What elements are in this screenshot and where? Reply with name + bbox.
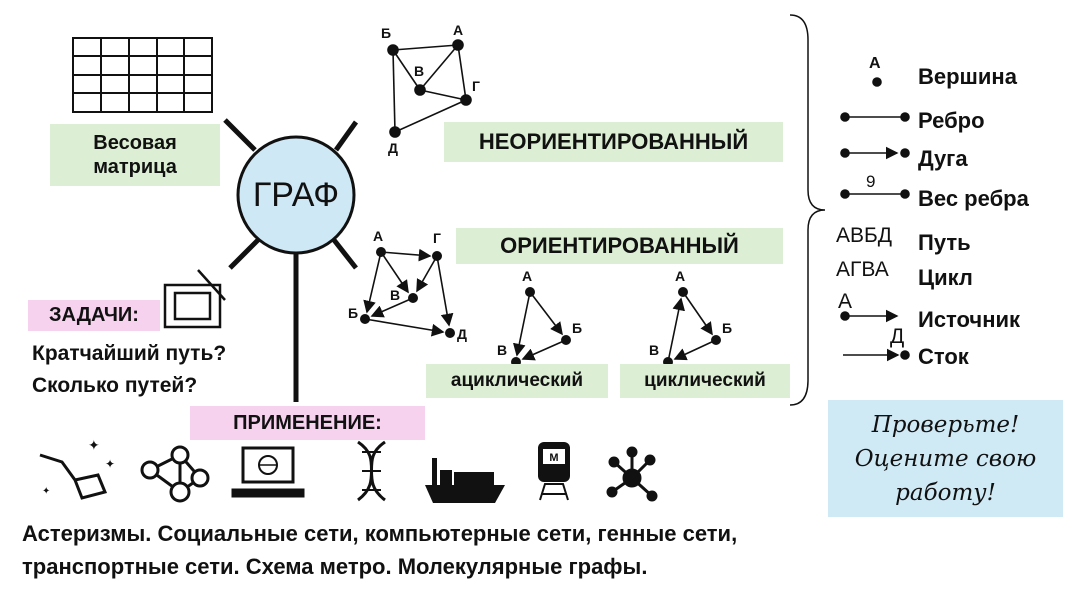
legend-edge: Ребро (918, 108, 985, 133)
metro-train-icon: М (538, 442, 570, 501)
vertex-label: Г (472, 78, 480, 94)
directed-graph (360, 247, 455, 338)
vertex-label: А (675, 268, 686, 284)
laptop-globe-icon (231, 446, 305, 498)
acyclic-graph (511, 287, 571, 367)
dna-icon (357, 440, 386, 502)
svg-text:✦: ✦ (105, 457, 115, 471)
legend-cycle: Цикл (918, 265, 973, 290)
vertex-label: Г (433, 230, 441, 246)
legend-sink: Сток (918, 344, 969, 369)
vertex-label: В (390, 287, 401, 303)
vertex-label: Б (348, 305, 359, 321)
legend-weight-value: 9 (866, 172, 876, 191)
acyclic-label: ациклический (426, 364, 608, 398)
constellation-icon: ✦ ✦ ✦ (39, 437, 115, 500)
svg-text:✦: ✦ (42, 486, 50, 497)
svg-text:✦: ✦ (88, 437, 100, 453)
legend-path-example: АВБД (836, 224, 893, 247)
cyclic-graph (663, 287, 721, 367)
vertex-label: А (453, 22, 464, 38)
undirected-graph (387, 39, 472, 138)
vertex-label: В (649, 342, 660, 358)
legend-source: Источник (918, 307, 1021, 332)
cyclic-label: циклический (620, 364, 790, 398)
legend-vertex: Вершина (918, 64, 1017, 89)
applications-text-line: транспортные сети. Схема метро. Молекуля… (22, 554, 648, 579)
vertex-label: Д (388, 140, 398, 156)
check-line: работу! (895, 479, 996, 506)
legend-vertex-symbol: А (869, 55, 881, 72)
legend-sink-symbol: Д (890, 325, 905, 348)
vertex-label: А (373, 228, 384, 244)
vertex-label: Д (457, 326, 467, 342)
vertex-label: Б (572, 320, 583, 336)
directed-label: ОРИЕНТИРОВАННЫЙ (456, 228, 783, 264)
tasks-title: ЗАДАЧИ: (28, 300, 160, 331)
graph-center-label: ГРАФ (252, 175, 340, 214)
brace (789, 14, 826, 406)
check-box: Проверьте! Оцените свою работу! (828, 400, 1063, 517)
graph-center-circle (236, 135, 356, 255)
social-network-icon (140, 445, 210, 503)
application-title: ПРИМЕНЕНИЕ: (190, 406, 425, 440)
task-item: Сколько путей? (32, 374, 198, 397)
cargo-ship-icon (425, 458, 505, 503)
vertex-label: В (414, 63, 425, 79)
legend-arc: Дуга (918, 146, 968, 171)
molecule-icon (606, 446, 658, 502)
spokes (223, 118, 359, 402)
vertex-label: В (497, 342, 508, 358)
applications-text-line: Астеризмы. Социальные сети, компьютерные… (22, 521, 738, 546)
vertex-label: А (522, 268, 533, 284)
vertex-label: Б (722, 320, 733, 336)
legend-shapes (840, 77, 910, 362)
legend-source-symbol: А (838, 290, 853, 313)
weight-matrix-label: Весовая матрица (50, 124, 220, 186)
legend-weight: Вес ребра (918, 186, 1029, 211)
legend-path: Путь (918, 230, 971, 255)
task-plan-icon (163, 269, 226, 329)
vertex-label: Б (381, 25, 392, 41)
undirected-label: НЕОРИЕНТИРОВАННЫЙ (444, 122, 783, 162)
task-item: Кратчайший путь? (32, 342, 227, 365)
legend-cycle-example: АГВА (836, 258, 889, 281)
check-line: Оцените свою (854, 445, 1037, 472)
metro-letter: М (549, 452, 558, 464)
check-line: Проверьте! (871, 411, 1020, 438)
matrix-grid-icon (72, 37, 213, 113)
